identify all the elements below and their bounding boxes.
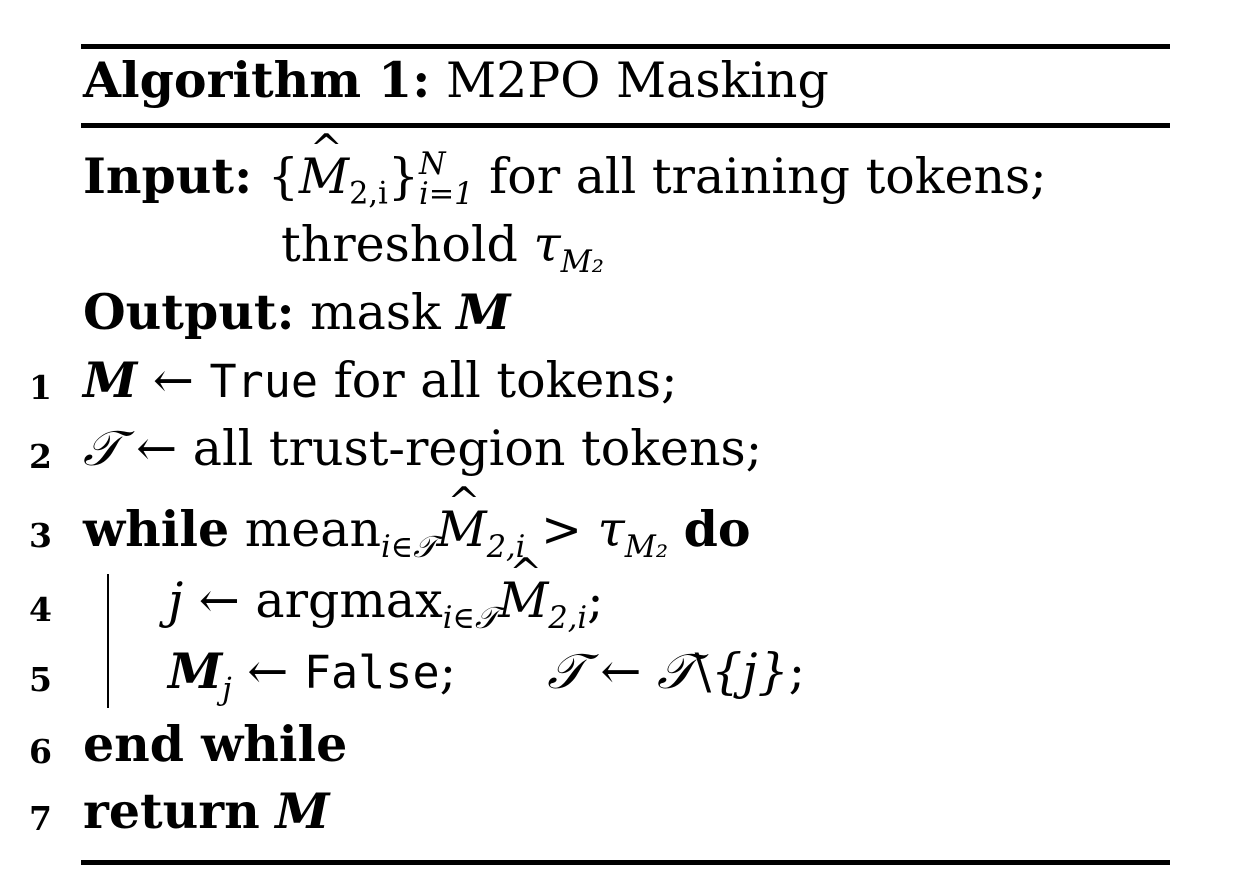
assign-arrow: ← [198,572,240,629]
op-sub: i∈𝒯 [442,600,499,636]
algo-line-6: end while [83,720,347,769]
m-hat: M [299,130,349,201]
algorithm-label: Algorithm 1: [83,51,431,109]
loop-body-bar [107,574,109,708]
return-keyword: return [83,782,260,840]
line-number: 2 [29,437,52,476]
while-keyword: while [83,500,230,558]
line-number: 3 [29,516,52,555]
argmax-op: argmax [255,572,443,629]
top-rule [81,44,1170,49]
assign-arrow: ← [247,643,289,700]
algo-line-3: while meani∈𝒯M2,i > τM₂ do [83,483,751,562]
line-text: for all tokens; [333,352,678,409]
output-mask: M [456,283,511,341]
end-while-keyword: end while [83,715,348,773]
range-sub: i=1 [419,177,474,213]
true-literal: True [209,355,319,408]
m-hat: M [437,483,487,554]
j-sub: j [222,671,232,707]
algo-line-4: j ← argmaxi∈𝒯M2,i; [168,554,604,633]
assign-arrow: ← [600,643,642,700]
input-label: Input: [83,146,253,205]
line-number: 6 [29,732,52,771]
semicolon: ; [439,643,457,700]
assign-arrow: ← [136,420,178,477]
output-line: Output: mask M [83,288,510,338]
semicolon: ; [788,643,806,700]
mask-symbol: M [168,642,223,700]
brace-close: } [387,147,419,205]
input-line-2: threshold τM₂ [281,220,604,277]
range-sup: N [419,147,446,182]
do-keyword: do [683,500,751,558]
mean-op: mean [244,501,382,558]
assign-arrow: ← [152,352,194,409]
line-number: 1 [29,368,52,407]
line-number: 4 [29,590,52,629]
input-line: Input: {M2,i}Ni=1 for all training token… [83,130,1047,213]
line-number: 5 [29,660,52,699]
m-hat: M [498,554,548,625]
setminus: \ [694,643,712,700]
brace-open: { [267,147,299,205]
mask-symbol: M [275,782,330,840]
semicolon: ; [587,572,604,629]
trust-set-symbol: 𝒯 [83,420,121,477]
m-sub: 2,i [548,600,588,636]
algo-line-2: 𝒯 ← all trust-region tokens; [83,424,762,473]
tau-sub: M₂ [560,244,604,280]
algorithm-heading: Algorithm 1: M2PO Masking [83,56,829,106]
singleton-set: {j} [711,643,789,700]
m-sub: 2,i [349,176,388,212]
tau: τ [533,216,561,273]
mask-symbol: M [83,351,138,409]
line-number: 7 [29,799,52,838]
j-symbol: j [168,572,184,629]
algo-line-1: M ← True for all tokens; [83,355,677,408]
heading-rule [81,123,1170,128]
algo-line-5: Mj ← False; 𝒯 ← 𝒯\{j}; [168,646,805,705]
algorithm-title: M2PO Masking [445,52,829,109]
op-sub: i∈𝒯 [381,529,437,565]
threshold-text: threshold [281,216,518,273]
bottom-rule [81,860,1170,865]
output-label: Output: [83,283,295,341]
greater-than: > [540,501,583,558]
trust-set-symbol: 𝒯 [547,643,585,700]
input-text: for all training tokens; [489,147,1047,205]
trust-set-symbol: 𝒯 [657,643,695,700]
output-text: mask [310,284,441,341]
algo-line-7: return M [83,787,330,836]
line-text: all trust-region tokens; [192,420,763,477]
tau-sub: M₂ [624,529,668,565]
false-literal: False [303,646,440,699]
tau: τ [597,501,625,558]
